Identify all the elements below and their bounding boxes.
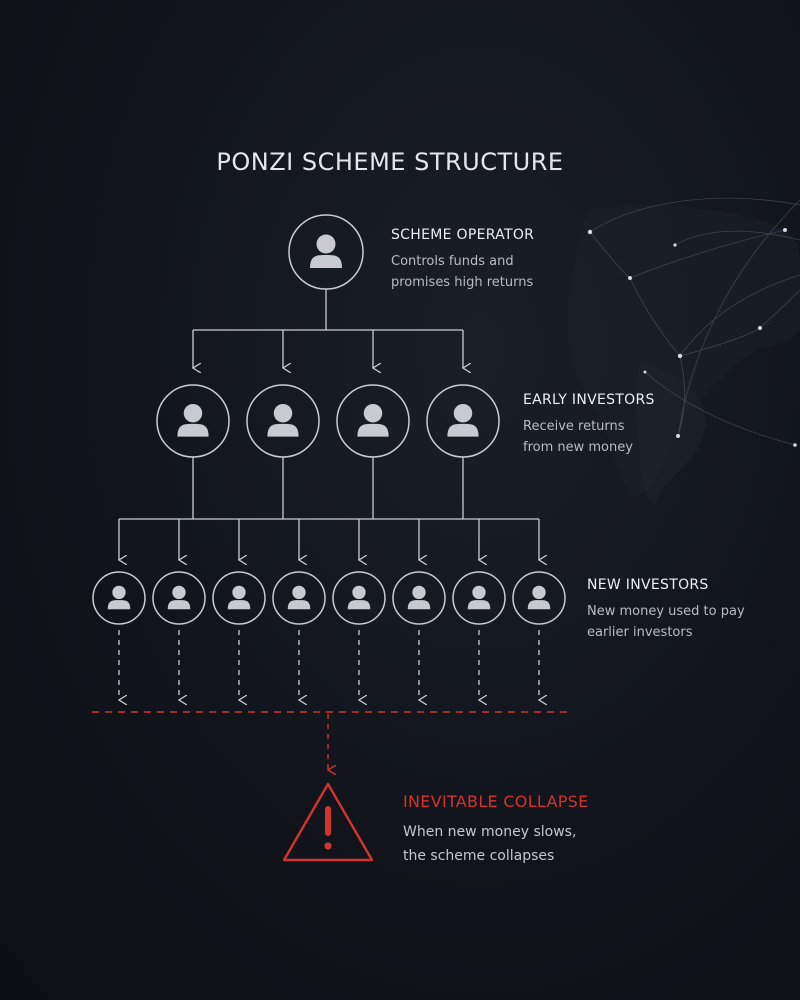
new-investors-description-line1: New money used to pay <box>587 604 745 619</box>
collapse-heading: INEVITABLE COLLAPSE <box>403 792 589 811</box>
early-investors-description-line2: from new money <box>523 440 633 455</box>
new-investors-description-line2: earlier investors <box>587 625 693 640</box>
person-icon <box>527 585 551 610</box>
new-investor-1 <box>92 571 146 625</box>
new-investor-3 <box>212 571 266 625</box>
early-investors-description-line1: Receive returns <box>523 419 625 434</box>
operator-description-line1: Controls funds and <box>391 254 514 269</box>
collapse-label: INEVITABLE COLLAPSE When new money slows… <box>403 792 589 868</box>
new-investor-6 <box>392 571 446 625</box>
person-icon <box>407 585 431 610</box>
operator-heading: SCHEME OPERATOR <box>391 227 535 243</box>
collapse-threshold <box>92 711 568 770</box>
operator-node <box>288 214 364 290</box>
early-investors-heading: EARLY INVESTORS <box>523 392 655 408</box>
person-icon <box>467 585 491 610</box>
new-investor-4 <box>272 571 326 625</box>
person-icon <box>177 403 209 437</box>
world-network-background <box>567 197 800 505</box>
new-investors-heading: NEW INVESTORS <box>587 577 709 593</box>
person-icon <box>107 585 131 610</box>
operator-description-line2: promises high returns <box>391 275 534 290</box>
investor-nodes <box>92 214 566 625</box>
warning-icon <box>282 782 374 862</box>
new-investors-label: NEW INVESTORS New money used to pay earl… <box>587 577 745 643</box>
early-investor-1 <box>156 384 230 458</box>
new-investor-5 <box>332 571 386 625</box>
person-icon <box>357 403 389 437</box>
person-icon <box>447 403 479 437</box>
early-investor-2 <box>246 384 320 458</box>
person-icon <box>347 585 371 610</box>
operator-label: SCHEME OPERATOR Controls funds and promi… <box>391 227 534 293</box>
collapse-description-line1: When new money slows, <box>403 824 577 840</box>
early-investor-4 <box>426 384 500 458</box>
collapse-description-line2: the scheme collapses <box>403 848 555 864</box>
person-icon <box>287 585 311 610</box>
person-icon <box>167 585 191 610</box>
new-investor-8 <box>512 571 566 625</box>
person-icon <box>310 234 342 268</box>
person-icon <box>227 585 251 610</box>
person-icon <box>267 403 299 437</box>
early-investor-3 <box>336 384 410 458</box>
new-investor-2 <box>152 571 206 625</box>
early-investors-label: EARLY INVESTORS Receive returns from new… <box>523 392 655 458</box>
diagram-title: PONZI SCHEME STRUCTURE <box>216 148 564 176</box>
connector-lines <box>119 289 539 700</box>
new-investor-7 <box>452 571 506 625</box>
